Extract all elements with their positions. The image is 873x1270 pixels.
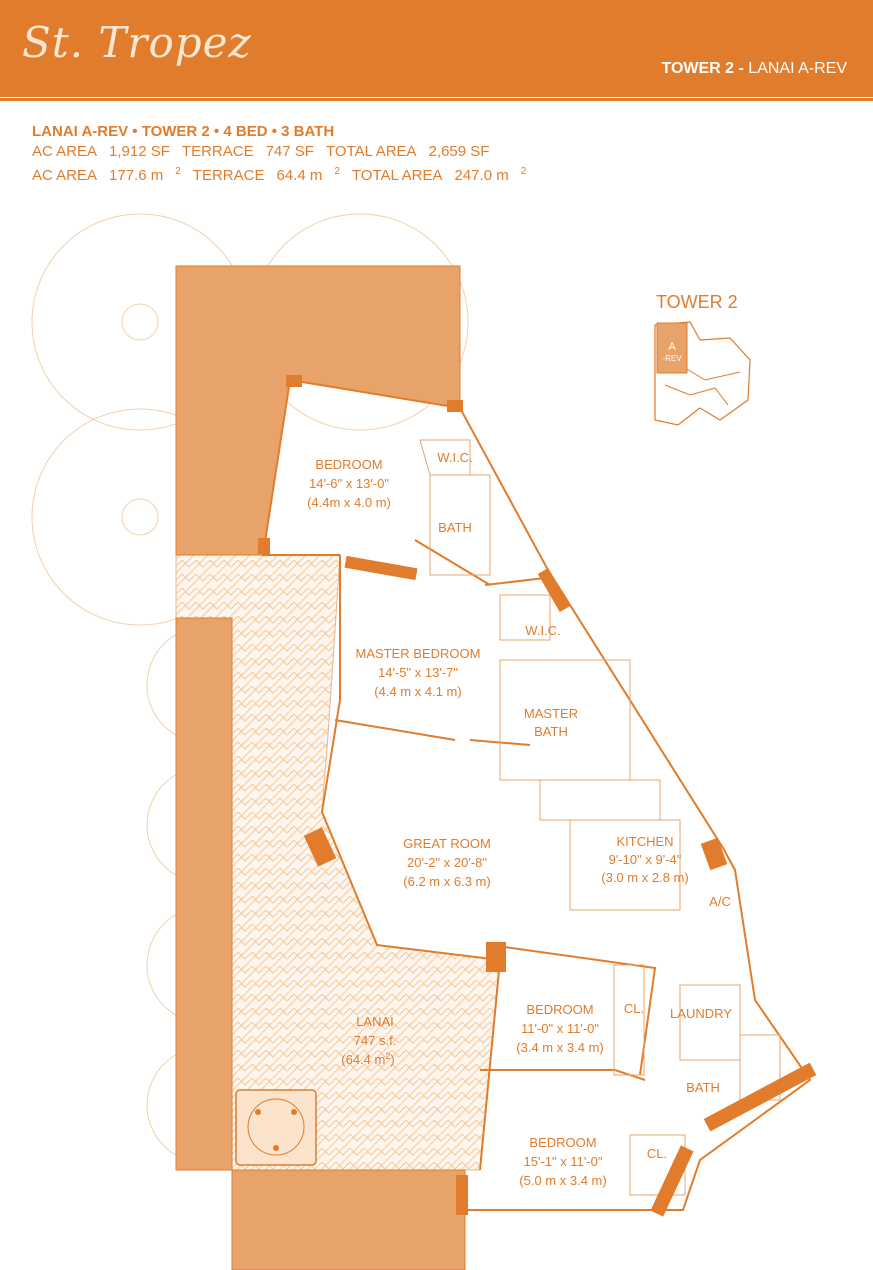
sup-2: 2 [175, 166, 181, 177]
closet-2-label: CL. [647, 1146, 667, 1161]
column-blocks [258, 375, 817, 1217]
ac-area-m2: 177.6 m 2 [109, 166, 181, 184]
bath-1-label: BATH [438, 520, 472, 535]
specs-title: LANAI A-REV • TOWER 2 • 4 BED • 3 BATH [32, 123, 335, 140]
terrace-label: TERRACE [181, 143, 254, 160]
tower-key-plan: A -REV [654, 321, 751, 426]
total-area-sf: 2,659 SF [428, 143, 490, 160]
closet-1-label: CL. [624, 1001, 644, 1016]
total-area-m2-value: 247.0 m [454, 167, 509, 184]
ac-area-label-m: AC AREA [32, 167, 98, 184]
terrace-label-m: TERRACE [192, 167, 265, 184]
header-rule [0, 98, 873, 101]
laundry-label: LAUNDRY [670, 1006, 732, 1021]
total-area-label: TOTAL AREA [325, 143, 417, 160]
unit-name: LANAI A-REV [743, 60, 847, 77]
ac-area-m2-value: 177.6 m [109, 167, 164, 184]
tower-unit-title: TOWER 2 - LANAI A-REV [661, 60, 847, 78]
ac-area-label: AC AREA [32, 143, 98, 160]
wic-1-label: W.I.C. [437, 450, 472, 465]
bath-2-label: BATH [686, 1080, 720, 1095]
terrace-solid [175, 265, 466, 1270]
sup-2: 2 [520, 166, 527, 177]
total-area-label-m: TOTAL AREA [351, 167, 443, 184]
terrace-sf: 747 SF [265, 143, 314, 160]
keyplan-unit-a: A [668, 341, 676, 353]
st-tropez-logo: St. Tropez [22, 18, 252, 67]
unit-specs: LANAI A-REV • TOWER 2 • 4 BED • 3 BATH A… [32, 122, 538, 186]
wic-2-label: W.I.C. [525, 623, 560, 638]
specs-row-m2: AC AREA 177.6 m 2 TERRACE 64.4 m 2 TOTAL AREA 2… [32, 162, 538, 186]
walls [261, 379, 812, 1211]
total-area-m2: 247.0 m 2 [454, 166, 527, 184]
sup-2: 2 [334, 166, 340, 177]
terrace-m2: 64.4 m 2 [276, 166, 340, 184]
keyplan-unit-rev: -REV [662, 354, 682, 363]
ac-area-sf: 1,912 SF [109, 143, 170, 160]
keyplan-title: TOWER 2 [656, 292, 738, 312]
specs-row-sf: AC AREA 1,912 SF TERRACE 747 SF TOTAL AREA 2,… [32, 142, 538, 162]
hot-tub [235, 1089, 317, 1166]
header-bar: St. Tropez TOWER 2 - LANAI A-REV [0, 0, 873, 97]
interior-lines [419, 439, 781, 1196]
tower-name: TOWER 2 - [661, 60, 744, 77]
terrace-m2-value: 64.4 m [276, 167, 323, 184]
ac-label: A/C [709, 894, 731, 909]
